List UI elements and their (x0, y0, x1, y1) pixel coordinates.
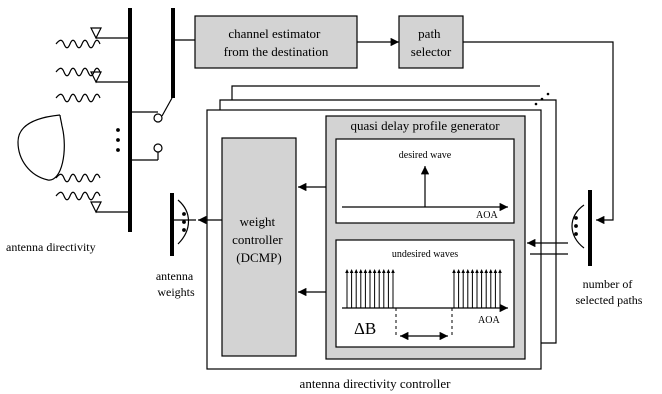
undesired-wave-arrowhead (475, 269, 479, 273)
antenna-element-icon (90, 71, 102, 84)
weight-controller-line-1: weight (240, 214, 276, 229)
controller-stack-mid (219, 99, 557, 344)
antenna-directivity-controller-label: antenna directivity controller (300, 376, 452, 391)
svg-text:path selector: path selector (411, 26, 452, 59)
undesired-wave-arrowhead (345, 269, 349, 273)
svg-text:weight controller (DCM: weight controller (DCMP) (232, 214, 286, 265)
channel-estimator-line-2: from the destination (224, 44, 329, 59)
antenna-element-icon (90, 27, 102, 40)
undesired-wave-arrowhead (489, 269, 493, 273)
undesired-wave-arrowhead (386, 269, 391, 273)
undesired-wave-arrowhead (461, 269, 465, 273)
ripple-pattern-icon (55, 39, 101, 49)
undesired-waves-panel (335, 239, 515, 348)
undesired-wave-arrowhead (349, 269, 354, 273)
channel-estimator-block (194, 15, 358, 69)
switch (130, 97, 173, 161)
svg-text:antenna weights: antenna weights (156, 269, 196, 299)
desired-wave-title: desired wave (399, 150, 452, 161)
undesired-wave-arrowhead (368, 269, 372, 273)
undesired-wave-arrowhead (498, 269, 502, 273)
undesired-wave-arrowhead (382, 269, 386, 273)
antenna-array (17, 8, 132, 232)
channel-estimator-line-1: channel estimator (228, 26, 321, 41)
selected-paths-line-2: selected paths (576, 293, 643, 307)
undesired-wave-arrowhead (479, 269, 484, 273)
controller-stack-back (231, 85, 540, 100)
undesired-wave-arrows (345, 269, 502, 308)
path-selector-line-1: path (418, 26, 441, 41)
desired-wave-axis-label: AOA (476, 210, 498, 221)
svg-text:number of selected paths: number of selected paths (576, 277, 643, 307)
undesired-wave-arrowhead (484, 269, 488, 273)
weight-controller-line-3: (DCMP) (236, 250, 282, 265)
undesired-waves-axis-label: AOA (478, 315, 500, 326)
selected-paths-line-1: number of (583, 277, 633, 291)
undesired-wave-arrowhead (391, 269, 395, 273)
quasi-delay-profile-generator-title: quasi delay profile generator (350, 118, 500, 133)
weight-controller-block (221, 137, 297, 357)
undesired-wave-arrowhead (372, 269, 377, 273)
weight-controller-line-2: controller (232, 232, 283, 247)
antenna-weights-line-1: antenna (156, 269, 194, 283)
undesired-wave-arrowhead (359, 269, 363, 273)
undesired-wave-arrowhead (452, 269, 456, 273)
antenna-element-icon (90, 201, 102, 214)
antenna-weights-bus (170, 193, 196, 256)
undesired-waves-title: undesired waves (392, 249, 458, 260)
path-selector-block (398, 15, 464, 69)
undesired-wave-arrowhead (470, 269, 475, 273)
undesired-wave-arrowhead (377, 269, 381, 273)
undesired-wave-arrowhead (354, 269, 358, 273)
antenna-weights-line-2: weights (157, 285, 195, 299)
undesired-wave-arrowhead (456, 269, 461, 273)
undesired-wave-arrowhead (493, 269, 498, 273)
selector-output-line (463, 41, 614, 225)
switch-contact-top (153, 113, 163, 123)
directivity-beam-pattern-icon (17, 114, 65, 181)
path-selector-line-2: selector (411, 44, 452, 59)
undesired-wave-arrowhead (466, 269, 470, 273)
antenna-directivity-label: antenna directivity (6, 240, 96, 254)
delta-b-label: ΔB (354, 319, 376, 338)
selected-paths-bus (571, 190, 592, 266)
svg-text:channel estimator from the: channel estimator from the destination (224, 26, 329, 59)
undesired-wave-arrowhead (363, 269, 368, 273)
switch-contact-bottom (153, 143, 163, 153)
